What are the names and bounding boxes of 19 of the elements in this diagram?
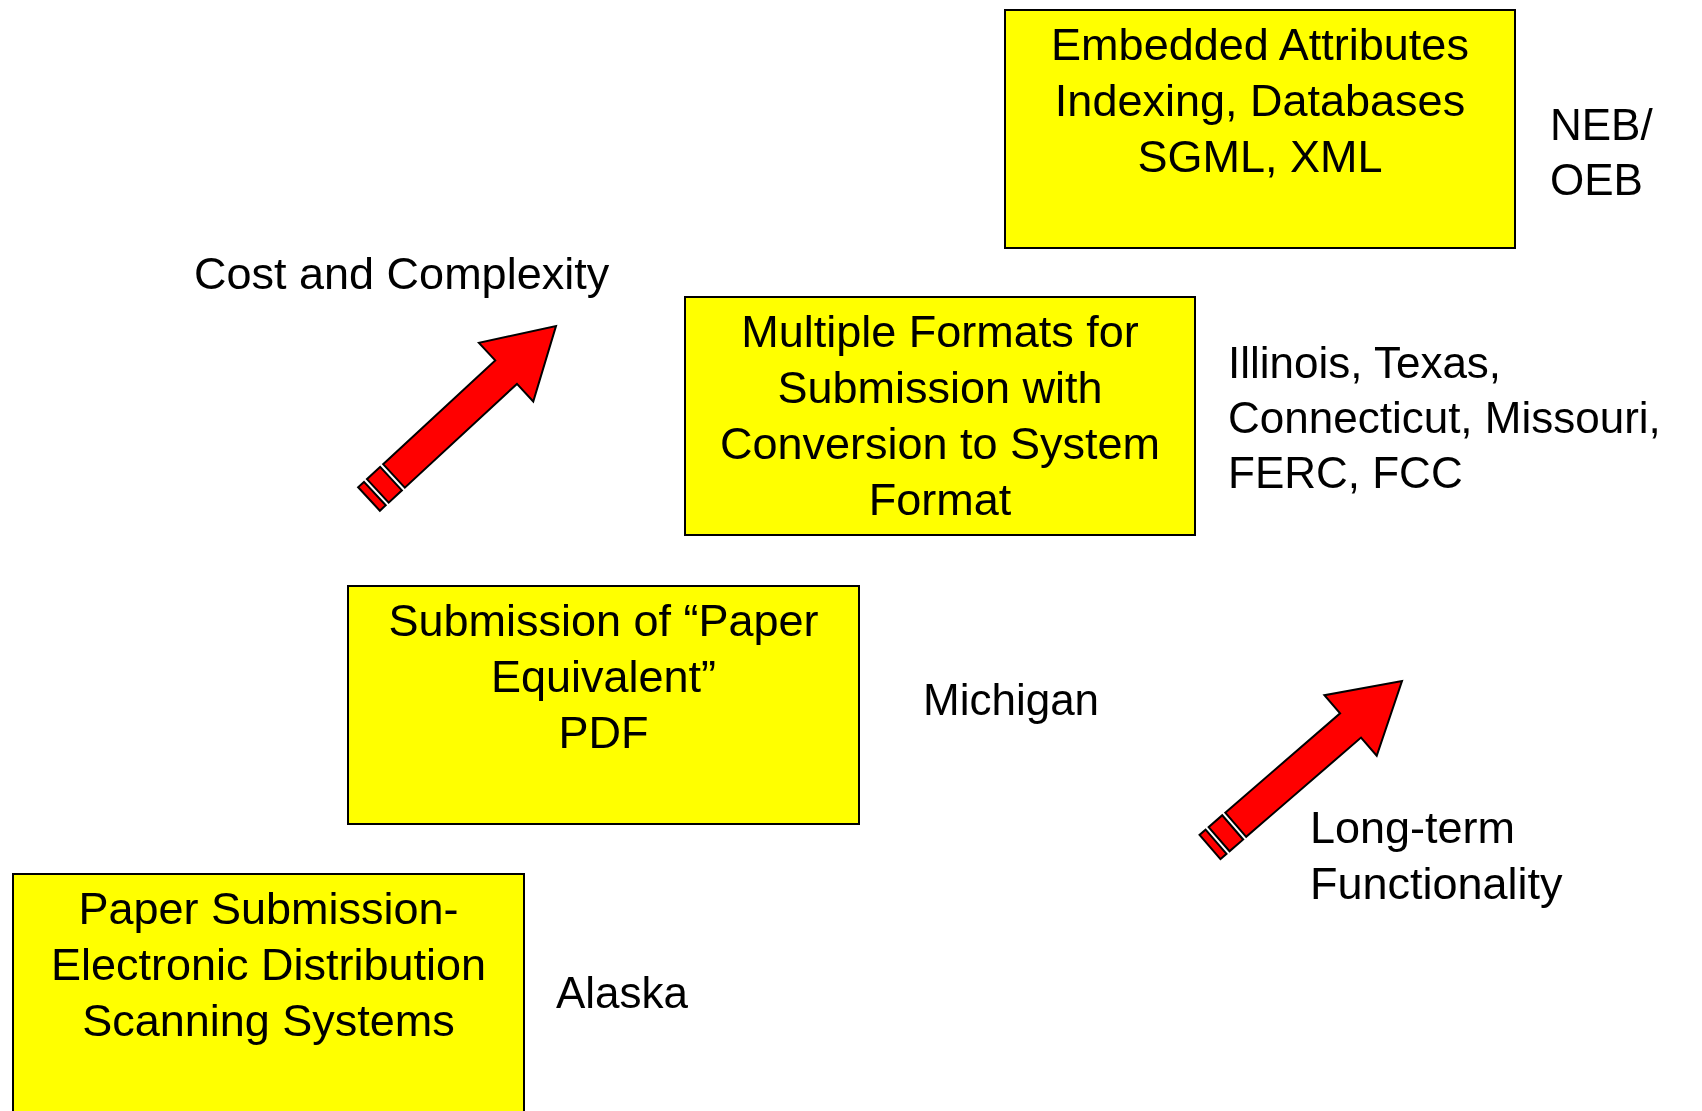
process-box xyxy=(12,873,525,1111)
axis-label: Cost and Complexity xyxy=(194,247,611,301)
box-text: Paper Submission- xyxy=(78,882,459,936)
organization-label: Michigan xyxy=(923,674,1101,726)
box-text: SGML, XML xyxy=(1137,130,1383,184)
box-text: Multiple Formats for Submission with Conversion to System Format xyxy=(718,305,1162,527)
organization-label: Illinois, Texas, Connecticut, Missouri, FERC, FCC xyxy=(1228,337,1662,499)
box-text: Indexing, Databases xyxy=(1054,74,1466,128)
box-text: Electronic Distribution xyxy=(50,938,487,992)
organization-label: Alaska xyxy=(556,967,690,1019)
box-text: Scanning Systems xyxy=(82,994,455,1048)
box-text: Embedded Attributes xyxy=(1051,18,1469,72)
process-box xyxy=(347,585,860,825)
box-text: PDF xyxy=(558,706,649,760)
organization-label: NEB/ OEB xyxy=(1550,99,1654,206)
process-box xyxy=(1004,9,1516,249)
axis-label: Long-term Functionality xyxy=(1310,801,1564,911)
box-text: Submission of “Paper Equivalent” xyxy=(387,594,820,704)
process-box xyxy=(684,296,1196,536)
